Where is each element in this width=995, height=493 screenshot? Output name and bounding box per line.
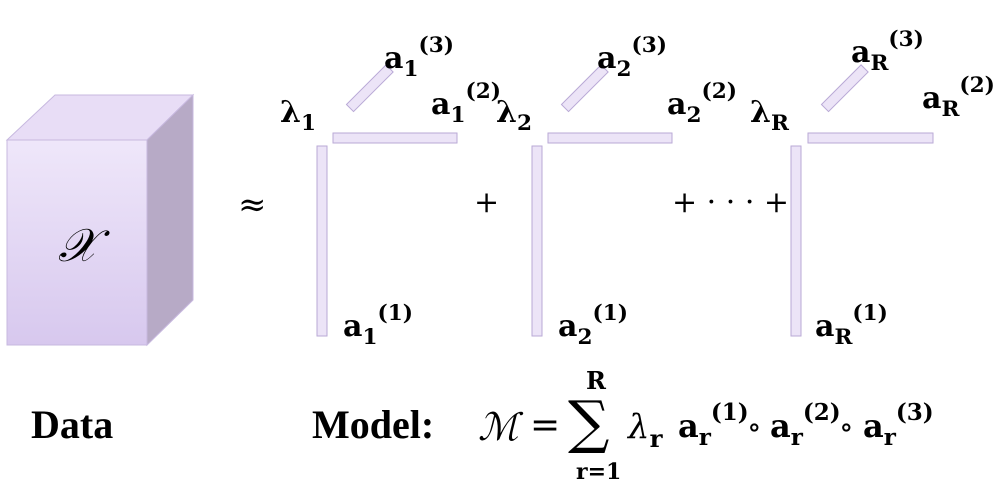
termR-a2-bar xyxy=(807,132,934,144)
term2-a2-label: a2(2) xyxy=(667,78,737,128)
term2-a1-label: a2(1) xyxy=(558,300,628,350)
term1-a3-bar xyxy=(345,64,394,113)
tensor-cube xyxy=(5,93,195,347)
model-caption: Model: xyxy=(312,402,435,447)
term1-a1-label: a1(1) xyxy=(343,300,413,350)
plus-sign: + xyxy=(474,185,500,220)
sum-lower-limit: r=1 xyxy=(576,459,622,485)
formula-equals: = xyxy=(530,405,561,446)
formula-a2-term: ar(2) xyxy=(770,398,841,452)
term1-a2-label: a1(2) xyxy=(431,78,501,128)
formula-a1-term: ar(1) xyxy=(678,398,749,452)
formula-lambda-r: λr xyxy=(628,407,663,453)
term2-a1-bar xyxy=(531,145,543,337)
termR-a2-label: aR(2) xyxy=(922,72,995,122)
cube-front-face xyxy=(6,139,148,346)
term2-a3-bar xyxy=(560,64,609,113)
plus-dots-plus: + · · · + xyxy=(672,185,790,220)
outer-product-op-2: ∘ xyxy=(839,410,854,445)
termR-a3-bar xyxy=(820,64,869,113)
term1-lambda: λ1 xyxy=(280,95,317,136)
formula-lhs: ℳ xyxy=(478,405,519,449)
term1-a3-label: a1(3) xyxy=(384,32,454,82)
outer-product-op-1: ∘ xyxy=(747,410,762,445)
sum-upper-limit: R xyxy=(586,366,606,395)
data-caption: Data xyxy=(31,402,114,447)
tensor-symbol: 𝒳 xyxy=(58,218,98,272)
sum-symbol: ∑ xyxy=(568,388,610,456)
formula-a3-term: ar(3) xyxy=(863,398,934,452)
approx-sign: ≈ xyxy=(238,185,267,225)
term2-lambda: λ2 xyxy=(496,95,533,136)
term2-a2-bar xyxy=(547,132,673,144)
term2-a3-label: a2(3) xyxy=(597,32,667,82)
term1-a2-bar xyxy=(332,132,458,144)
termR-a3-label: aR(3) xyxy=(851,26,924,76)
term1-a1-bar xyxy=(316,145,328,337)
termR-a1-label: aR(1) xyxy=(815,300,888,350)
termR-a1-bar xyxy=(790,145,802,337)
termR-lambda: λR xyxy=(750,95,789,136)
